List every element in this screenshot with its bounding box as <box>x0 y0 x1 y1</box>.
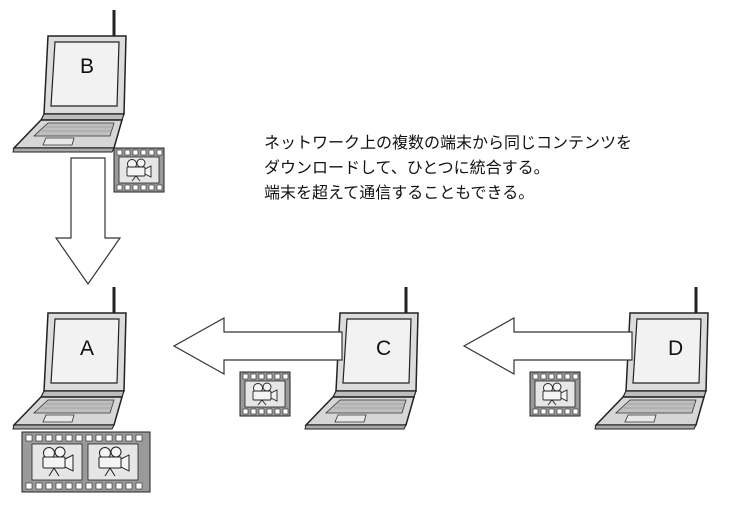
movie-camera-icon <box>98 446 130 477</box>
film-strip-icon <box>239 371 291 417</box>
laptop-b <box>11 8 128 154</box>
film-strip-d <box>529 371 581 417</box>
laptop-icon <box>11 285 128 431</box>
film-strip-icon <box>529 371 581 417</box>
description-line-2: ダウンロードして、ひとつに統合する。 <box>264 158 550 177</box>
description-line-3: 端末を超えて通信することもできる。 <box>264 183 535 202</box>
laptop-icon <box>11 8 128 154</box>
movie-camera-icon <box>42 446 74 477</box>
film-strip-b <box>113 147 165 193</box>
film-strip-icon <box>113 147 165 193</box>
node-label-b: B <box>80 55 94 78</box>
description-text: ネットワーク上の複数の端末から同じコンテンツを ダウンロードして、ひとつに統合す… <box>264 130 734 205</box>
arrow-d-to-c <box>463 317 633 375</box>
arrow-b-to-a <box>54 157 122 286</box>
node-label-d: D <box>668 337 683 360</box>
node-label-c: C <box>376 337 391 360</box>
node-label-a: A <box>80 337 94 360</box>
description-line-1: ネットワーク上の複数の端末から同じコンテンツを <box>264 133 633 152</box>
film-strip-a-combined <box>21 431 151 493</box>
laptop-a <box>11 285 128 431</box>
arrow-c-to-a <box>173 317 343 375</box>
film-strip-c <box>239 371 291 417</box>
